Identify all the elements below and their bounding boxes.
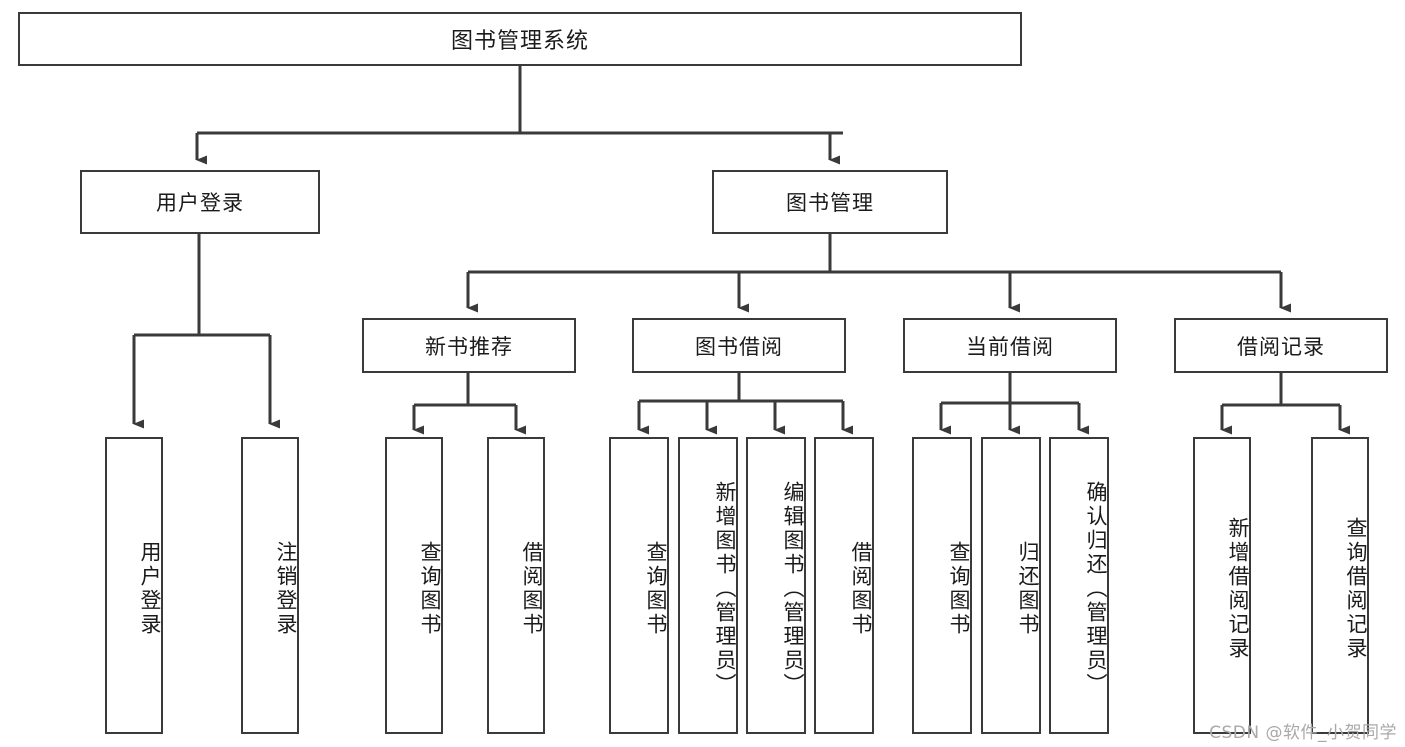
node-label: 新增图书（管理员） xyxy=(713,480,737,697)
node-label: 编辑图书（管理员） xyxy=(781,480,805,697)
leaf-query-borrow-record[interactable]: 查询借阅记录 xyxy=(1311,437,1369,734)
leaf-add-book-admin[interactable]: 新增图书（管理员） xyxy=(678,437,738,734)
leaf-logout-login[interactable]: 注销登录 xyxy=(241,437,299,734)
leaf-user-login[interactable]: 用户登录 xyxy=(105,437,163,734)
node-borrow-record[interactable]: 借阅记录 xyxy=(1174,318,1388,373)
node-label: 归还图书 xyxy=(1016,540,1040,637)
node-label: 新书推荐 xyxy=(425,334,513,359)
node-label: 图书借阅 xyxy=(695,334,783,359)
node-label: 确认归还（管理员） xyxy=(1084,480,1108,697)
node-label: 查询图书 xyxy=(947,540,971,637)
node-current-borrow[interactable]: 当前借阅 xyxy=(903,318,1117,373)
leaf-query-book-borrow[interactable]: 查询图书 xyxy=(609,437,669,734)
leaf-edit-book-admin[interactable]: 编辑图书（管理员） xyxy=(746,437,806,734)
node-label: 用户登录 xyxy=(156,191,244,215)
node-book-management[interactable]: 图书管理 xyxy=(712,170,948,234)
leaf-query-book-new[interactable]: 查询图书 xyxy=(385,437,443,734)
leaf-query-book-current[interactable]: 查询图书 xyxy=(912,437,972,734)
node-label: 注销登录 xyxy=(274,540,298,637)
node-user-login[interactable]: 用户登录 xyxy=(80,170,320,234)
leaf-borrow-book-new[interactable]: 借阅图书 xyxy=(487,437,545,734)
leaf-add-borrow-record[interactable]: 新增借阅记录 xyxy=(1193,437,1251,734)
leaf-return-book[interactable]: 归还图书 xyxy=(981,437,1041,734)
watermark: CSDN @软件_小贺同学 xyxy=(1209,723,1397,743)
node-label: 新增借阅记录 xyxy=(1226,516,1250,661)
node-label: 查询图书 xyxy=(644,540,668,637)
node-label: 查询借阅记录 xyxy=(1344,516,1368,661)
node-label: 用户登录 xyxy=(138,540,162,637)
node-label: 图书管理系统 xyxy=(450,29,589,54)
node-label: 借阅记录 xyxy=(1237,334,1325,359)
leaf-borrow-book[interactable]: 借阅图书 xyxy=(814,437,874,734)
node-book-borrow[interactable]: 图书借阅 xyxy=(632,318,846,373)
node-label: 借阅图书 xyxy=(849,540,873,637)
node-root-system[interactable]: 图书管理系统 xyxy=(18,12,1022,66)
node-new-book-recommend[interactable]: 新书推荐 xyxy=(362,318,576,373)
node-label: 当前借阅 xyxy=(966,334,1054,359)
node-label: 借阅图书 xyxy=(520,540,544,637)
leaf-confirm-return-admin[interactable]: 确认归还（管理员） xyxy=(1049,437,1109,734)
node-label: 图书管理 xyxy=(786,191,874,215)
node-label: 查询图书 xyxy=(418,540,442,637)
